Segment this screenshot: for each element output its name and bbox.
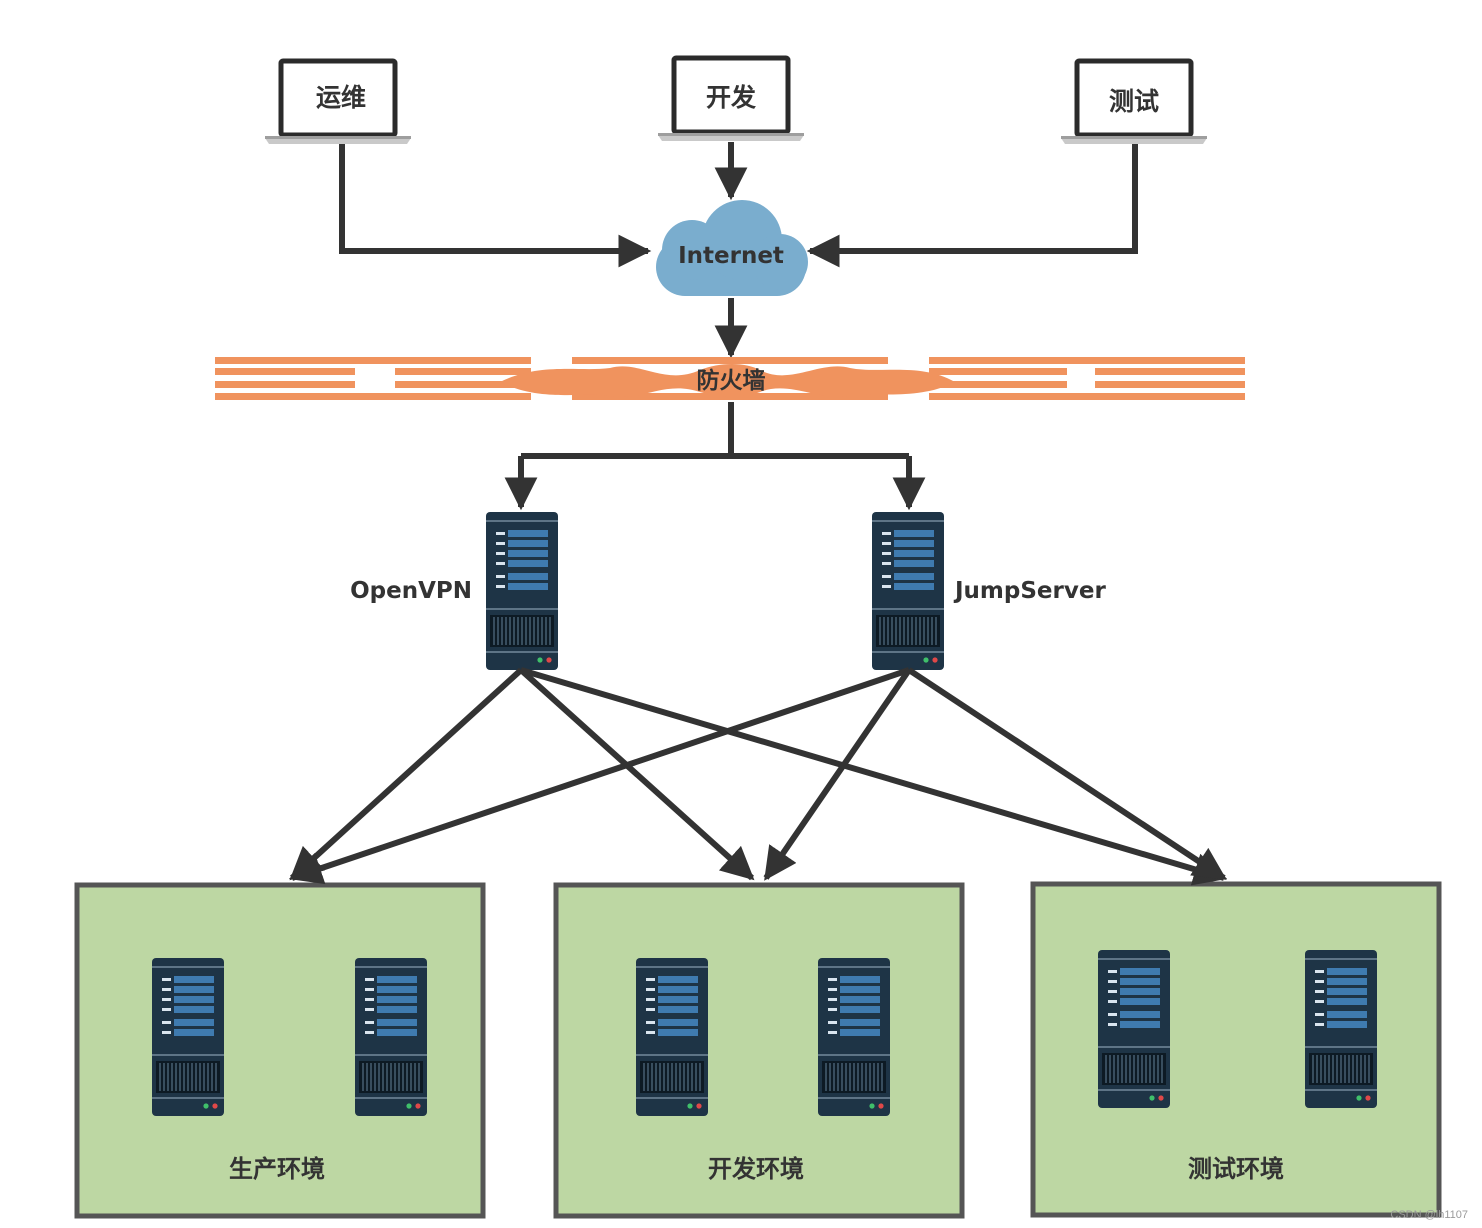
watermark: CSDN @lh1107 bbox=[1390, 1209, 1468, 1221]
server-icon bbox=[355, 958, 427, 1116]
laptop-ops: 运维 bbox=[265, 61, 411, 144]
test-to-internet-connector bbox=[806, 142, 1138, 268]
server-icon bbox=[152, 958, 224, 1116]
internet-label: Internet bbox=[678, 243, 784, 269]
laptop-dev: 开发 bbox=[658, 58, 804, 141]
firewall: 防火墙 bbox=[215, 357, 1245, 400]
jumpserver-server: JumpServer bbox=[872, 512, 1106, 670]
openvpn-server: OpenVPN bbox=[350, 512, 558, 670]
cloud-icon bbox=[656, 200, 808, 296]
env-test: 测试环境 bbox=[1030, 881, 1442, 1218]
openvpn-to-test-connector bbox=[520, 667, 1228, 886]
laptop-test: 测试 bbox=[1061, 61, 1207, 144]
openvpn-to-dev-connector bbox=[518, 667, 755, 881]
server-icon bbox=[636, 958, 708, 1116]
server-icon bbox=[872, 512, 944, 670]
firewall-to-gateways-connector bbox=[521, 402, 909, 459]
internet-cloud: Internet bbox=[656, 200, 808, 296]
env-prod: 生产环境 bbox=[74, 882, 486, 1219]
server-icon bbox=[1098, 950, 1170, 1108]
server-icon bbox=[486, 512, 558, 670]
client-connectors bbox=[339, 140, 1138, 268]
env-label-prod: 生产环境 bbox=[229, 1155, 325, 1183]
env-label-dev: 开发环境 bbox=[708, 1155, 804, 1183]
client-label-ops: 运维 bbox=[316, 83, 366, 112]
jumpserver-to-test-connector bbox=[907, 667, 1227, 881]
jumpserver-to-dev-connector bbox=[763, 668, 912, 881]
client-label-dev: 开发 bbox=[706, 83, 756, 112]
jumpserver-to-prod-connector bbox=[288, 667, 910, 885]
openvpn-label: OpenVPN bbox=[350, 578, 472, 604]
openvpn-to-prod-connector bbox=[289, 667, 524, 881]
server-icon bbox=[1305, 950, 1377, 1108]
env-label-test: 测试环境 bbox=[1188, 1155, 1284, 1183]
firewall-label: 防火墙 bbox=[697, 367, 766, 394]
env-dev: 开发环境 bbox=[553, 882, 965, 1219]
env-box bbox=[553, 882, 965, 1219]
ops-to-internet-connector bbox=[339, 140, 652, 268]
environment-connectors bbox=[288, 667, 1228, 886]
client-label-test: 测试 bbox=[1109, 87, 1159, 116]
jumpserver-label: JumpServer bbox=[953, 578, 1106, 604]
server-icon bbox=[818, 958, 890, 1116]
firewall-icon bbox=[215, 357, 1245, 400]
